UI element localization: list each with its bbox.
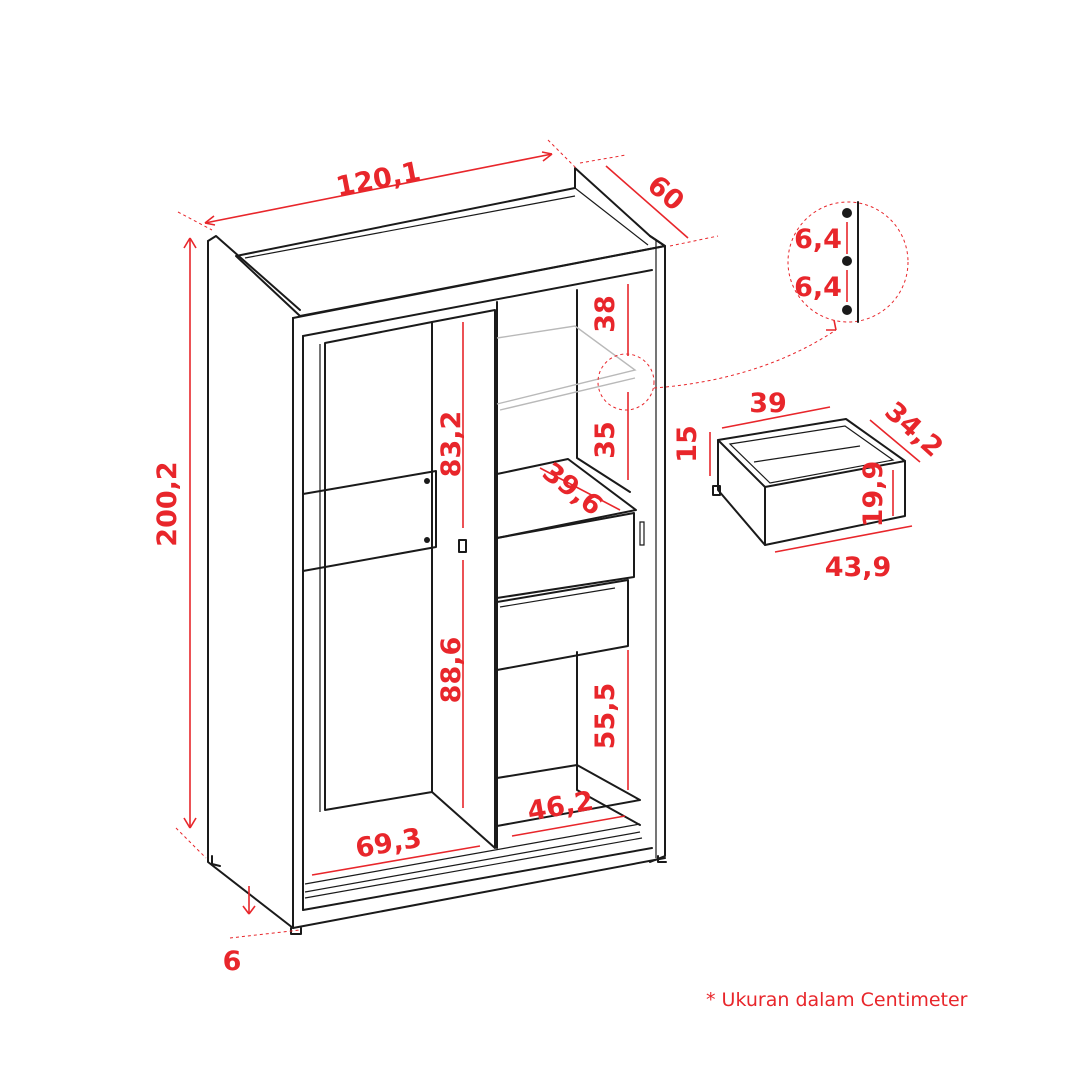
wardrobe-body [207, 167, 667, 935]
height-label: 200,2 [152, 461, 183, 546]
depth-label: 60 [641, 170, 690, 218]
footnote: * Ukuran dalam Centimeter [706, 989, 968, 1011]
hole-spacing-2-label: 6,4 [794, 272, 842, 303]
top-shelf-gap-label: 38 [590, 295, 621, 333]
drawer-height-label: 19,9 [858, 461, 889, 528]
left-sliding-door [302, 309, 496, 849]
drawer-detail [712, 418, 906, 546]
shelf-hole-detail [597, 201, 909, 411]
shelf-depth-label: 39,6 [536, 457, 608, 522]
drawer-front-height-label: 15 [672, 425, 703, 463]
drawer-width-label: 39 [749, 388, 787, 419]
shelf-gap-label: 35 [590, 421, 621, 459]
right-inner-width-label: 46,2 [525, 786, 596, 828]
plinth-label: 6 [223, 946, 242, 977]
dimension-labels: 120,1 60 200,2 6 83,2 88,6 38 35 39,6 55… [152, 156, 968, 1011]
right-interior [458, 289, 645, 849]
left-inner-width-label: 69,3 [353, 823, 424, 865]
drawer-outer-width-label: 43,9 [825, 552, 892, 583]
dimension-lines [175, 139, 921, 939]
upper-compartment-label: 83,2 [436, 411, 467, 478]
bottom-gap-label: 55,5 [590, 683, 621, 750]
lower-compartment-label: 88,6 [436, 637, 467, 704]
drawer-depth-label: 34,2 [879, 396, 949, 464]
width-label: 120,1 [334, 156, 424, 203]
hole-spacing-1-label: 6,4 [794, 224, 842, 255]
